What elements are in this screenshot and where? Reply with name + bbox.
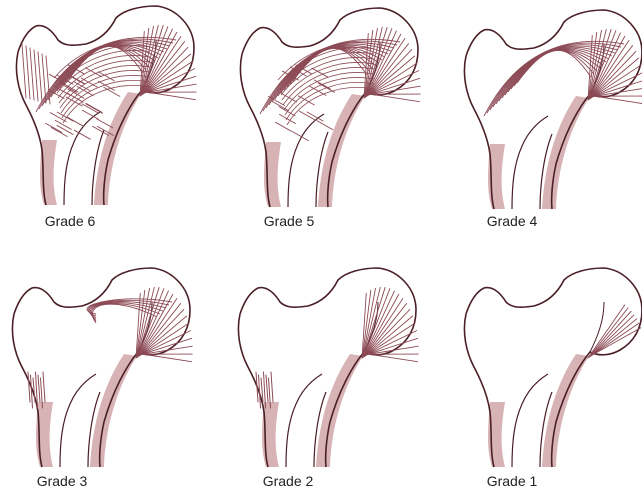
lateral-residual-trabecula xyxy=(266,375,268,402)
principal-compressive-trabecula xyxy=(593,88,642,96)
principal-compressive-trabecula xyxy=(364,294,398,356)
secondary-compressive-trabecula xyxy=(51,127,67,136)
medullary-canal-edge-lateral xyxy=(288,114,324,207)
principal-compressive-trabecula xyxy=(370,94,420,102)
panel-grade-5: Grade 5 xyxy=(240,8,420,229)
secondary-tensile-trabecula xyxy=(287,88,374,126)
principal-tensile-trabecula xyxy=(487,43,621,113)
principal-compressive-trabecula xyxy=(589,308,628,357)
medullary-canal-edge-lateral xyxy=(512,116,548,209)
femur-drawing-grade-5 xyxy=(240,8,420,207)
greater-trochanter-trabecula xyxy=(46,56,50,104)
greater-trochanter-trabecula xyxy=(26,46,30,99)
medial-cortex xyxy=(318,94,365,207)
femur-drawing-grade-4 xyxy=(464,10,642,209)
femur-drawing-grade-6 xyxy=(16,6,196,205)
panel-grade-4: Grade 4 xyxy=(464,10,642,229)
principal-compressive-trabecula xyxy=(594,328,641,354)
principal-compressive-trabecula xyxy=(368,354,418,362)
principal-compressive-trabecula xyxy=(142,354,192,362)
lateral-residual-trabecula xyxy=(271,372,273,402)
principal-compressive-trabecula xyxy=(592,319,637,355)
medullary-canal-edge-lateral xyxy=(286,374,322,467)
medial-cortex xyxy=(542,354,589,467)
medial-cortex xyxy=(316,354,363,467)
lateral-residual-trabecula xyxy=(28,372,30,402)
greater-trochanter-trabecula xyxy=(34,50,38,101)
secondary-compressive-trabecula xyxy=(57,125,73,134)
secondary-compressive-trabecula xyxy=(317,121,333,130)
femur-drawing-grade-1 xyxy=(464,268,642,467)
secondary-compressive-trabecula xyxy=(46,123,62,132)
secondary-compressive-trabecula xyxy=(276,122,292,131)
greater-trochanter-trabecula xyxy=(42,54,46,103)
femur-drawing-grade-2 xyxy=(238,268,418,467)
grade-label: Grade 5 xyxy=(264,213,315,229)
greater-trochanter-trabecula xyxy=(30,48,34,100)
lateral-residual-trabecula xyxy=(38,375,40,402)
grade-label: Grade 3 xyxy=(37,473,88,489)
principal-compressive-trabecula xyxy=(146,92,196,100)
secondary-compressive-trabecula xyxy=(93,126,109,135)
lateral-residual-trabecula xyxy=(43,372,45,402)
panel-grade-6: Grade 6 xyxy=(16,6,196,229)
panel-grade-2: Grade 2 xyxy=(238,268,418,489)
grade-label: Grade 6 xyxy=(45,213,96,229)
greater-trochanter-trabecula xyxy=(22,44,26,98)
medial-cortex xyxy=(90,354,137,467)
medullary-canal-edge-lateral xyxy=(512,374,548,467)
lateral-residual-trabecula xyxy=(33,378,35,402)
secondary-compressive-trabecula xyxy=(67,117,83,126)
femur-drawing-grade-3 xyxy=(12,268,192,467)
grade-label: Grade 4 xyxy=(487,213,538,229)
secondary-compressive-trabecula xyxy=(74,130,90,139)
principal-tensile-trabecula xyxy=(92,304,157,323)
grade-label: Grade 1 xyxy=(487,473,538,489)
grade-label: Grade 2 xyxy=(263,473,314,489)
secondary-compressive-trabecula xyxy=(97,119,113,128)
medullary-canal-edge-lateral xyxy=(60,374,96,467)
panel-grade-3: Grade 3 xyxy=(12,268,192,489)
panel-grade-1: Grade 1 xyxy=(464,268,642,489)
principal-compressive-trabecula xyxy=(590,311,631,356)
principal-compressive-trabecula xyxy=(594,96,642,104)
secondary-compressive-trabecula xyxy=(50,113,66,122)
medial-cortex xyxy=(94,92,141,205)
medial-cortex xyxy=(542,96,589,209)
greater-trochanter-trabecula xyxy=(38,52,42,102)
